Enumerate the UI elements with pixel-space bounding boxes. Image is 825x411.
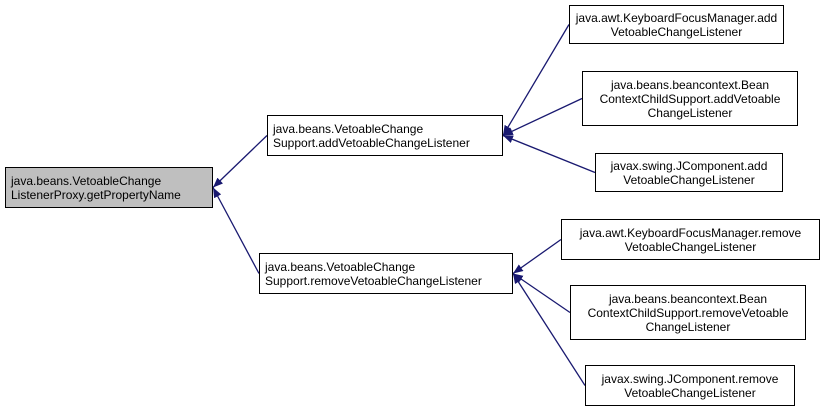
node-root-getpropertyname[interactable]: java.beans.VetoableChange ListenerProxy.… <box>5 167 213 208</box>
node-label-line: java.awt.KeyboardFocusManager.remove <box>579 225 802 240</box>
edge-bccs_add-to-add_support <box>502 97 583 137</box>
node-jcomponent-add[interactable]: javax.swing.JComponent.add VetoableChang… <box>595 153 783 192</box>
node-remove-vetoable-support[interactable]: java.beans.VetoableChange Support.remove… <box>259 253 513 294</box>
edge-remove_support-to-root <box>212 187 260 274</box>
edge-jcomp_add-to-add_support <box>502 134 596 174</box>
node-label-line: Support.removeVetoableChangeListener <box>265 273 482 288</box>
node-beancontextchildsupport-add[interactable]: java.beans.beancontext.Bean ContextChild… <box>582 71 798 126</box>
node-label-line: ListenerProxy.getPropertyName <box>11 187 181 202</box>
node-label-line: java.beans.beancontext.Bean <box>608 291 768 306</box>
edge-jcomp_remove-to-remove_support <box>512 273 586 386</box>
node-label-line: ChangeListener <box>647 105 733 120</box>
node-label-line: java.beans.VetoableChange <box>273 121 424 136</box>
node-label-line: java.beans.VetoableChange <box>265 259 416 274</box>
node-label-line: Support.addVetoableChangeListener <box>273 135 470 150</box>
node-label-line: VetoableChangeListener <box>624 239 757 254</box>
node-label-line: javax.swing.JComponent.add <box>610 158 768 173</box>
node-keyboardfocusmanager-remove[interactable]: java.awt.KeyboardFocusManager.remove Vet… <box>561 219 820 260</box>
node-add-vetoable-support[interactable]: java.beans.VetoableChange Support.addVet… <box>267 115 503 156</box>
node-label-line: java.beans.beancontext.Bean <box>610 77 770 92</box>
node-label-line: ContextChildSupport.addVetoable <box>599 91 781 106</box>
node-label-line: VetoableChangeListener <box>623 172 755 187</box>
node-beancontextchildsupport-remove[interactable]: java.beans.beancontext.Bean ContextChild… <box>570 285 806 340</box>
edge-kfm_remove-to-remove_support <box>512 238 562 275</box>
node-label-line: java.beans.VetoableChange <box>11 173 162 188</box>
edge-bccs_remove-to-remove_support <box>512 272 571 314</box>
node-keyboardfocusmanager-add[interactable]: java.awt.KeyboardFocusManager.add Vetoab… <box>569 5 784 44</box>
edge-kfm_add-to-add_support <box>502 24 570 136</box>
edge-add_support-to-root <box>212 135 268 188</box>
node-label-line: java.awt.KeyboardFocusManager.add <box>575 10 778 25</box>
node-jcomponent-remove[interactable]: javax.swing.JComponent.remove VetoableCh… <box>585 365 795 406</box>
node-label-line: ChangeListener <box>645 319 731 334</box>
node-label-line: VetoableChangeListener <box>624 385 756 400</box>
node-label-line: ContextChildSupport.removeVetoable <box>587 305 789 320</box>
node-label-line: VetoableChangeListener <box>610 24 743 39</box>
node-label-line: javax.swing.JComponent.remove <box>601 371 779 386</box>
